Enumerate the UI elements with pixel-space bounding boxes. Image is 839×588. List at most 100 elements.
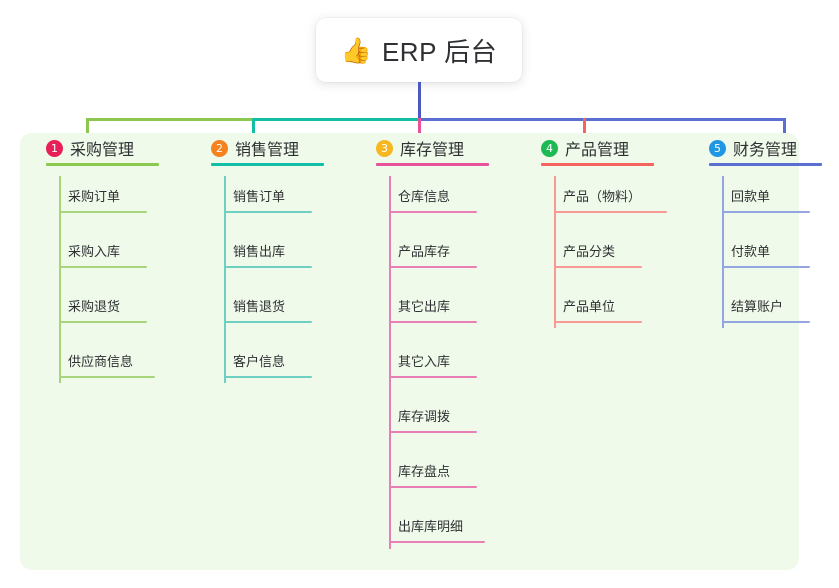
branch-badge-3: 3 [376, 139, 393, 157]
branch-spine-3 [389, 176, 391, 549]
branch-header-3[interactable]: 3 库存管理 [363, 133, 523, 163]
leaf-rule [389, 376, 477, 378]
leaf-item[interactable]: 产品（物料） [528, 166, 688, 221]
connector-bus-blue [418, 118, 785, 121]
leaf-item[interactable]: 销售退货 [198, 276, 358, 331]
leaf-item[interactable]: 结算账户 [696, 276, 839, 331]
leaf-item[interactable]: 其它出库 [363, 276, 523, 331]
branch-leaves-1: 采购订单 采购入库 采购退货 供应商信息 [33, 166, 193, 386]
branch-header-1[interactable]: 1 采购管理 [33, 133, 193, 163]
leaf-label: 销售订单 [233, 189, 286, 204]
leaf-rule [224, 211, 312, 213]
leaf-label: 产品分类 [563, 244, 616, 259]
leaf-label: 库存调拨 [398, 409, 451, 424]
leaf-item[interactable]: 采购退货 [33, 276, 193, 331]
leaf-label: 供应商信息 [68, 354, 134, 369]
branch-badge-5: 5 [709, 139, 726, 157]
leaf-label: 采购退货 [68, 299, 121, 314]
leaf-rule [389, 541, 485, 543]
leaf-rule [722, 211, 810, 213]
leaf-rule [59, 211, 147, 213]
leaf-item[interactable]: 库存调拨 [363, 386, 523, 441]
leaf-item[interactable]: 库存盘点 [363, 441, 523, 496]
leaf-label: 产品库存 [398, 244, 451, 259]
branch-spine-2 [224, 176, 226, 383]
leaf-rule [224, 321, 312, 323]
connector-bus-green [86, 118, 256, 121]
root-node[interactable]: 👍 ERP 后台 [316, 18, 522, 82]
leaf-item[interactable]: 客户信息 [198, 331, 358, 386]
branch-badge-4: 4 [541, 139, 558, 157]
branch-title-3: 库存管理 [400, 142, 465, 159]
leaf-label: 产品单位 [563, 299, 616, 314]
connector-bus-teal [252, 118, 422, 121]
leaf-label: 采购订单 [68, 189, 121, 204]
branch-spine-4 [554, 176, 556, 328]
leaf-rule [59, 266, 147, 268]
leaf-label: 付款单 [731, 244, 771, 259]
leaf-item[interactable]: 采购订单 [33, 166, 193, 221]
branch-badge-2: 2 [211, 139, 228, 157]
thumbs-up-icon: 👍 [340, 35, 372, 65]
leaf-label: 客户信息 [233, 354, 286, 369]
leaf-item[interactable]: 供应商信息 [33, 331, 193, 386]
leaf-label: 库存盘点 [398, 464, 451, 479]
leaf-rule [722, 321, 810, 323]
branch-header-4[interactable]: 4 产品管理 [528, 133, 688, 163]
leaf-rule [389, 321, 477, 323]
leaf-label: 采购入库 [68, 244, 121, 259]
leaf-rule [389, 486, 477, 488]
branch-spine-5 [722, 176, 724, 328]
branch-title-5: 财务管理 [733, 142, 798, 159]
branch-column-1: 1 采购管理 采购订单 采购入库 采购退货 供应商信息 [33, 133, 193, 386]
branch-header-5[interactable]: 5 财务管理 [696, 133, 839, 163]
leaf-rule [224, 376, 312, 378]
leaf-rule [554, 321, 642, 323]
branch-rule-1 [46, 163, 159, 166]
leaf-label: 出库库明细 [398, 519, 464, 534]
leaf-label: 其它入库 [398, 354, 451, 369]
leaf-item[interactable]: 仓库信息 [363, 166, 523, 221]
leaf-item[interactable]: 付款单 [696, 221, 839, 276]
branch-leaves-5: 回款单 付款单 结算账户 [696, 166, 839, 331]
branch-header-2[interactable]: 2 销售管理 [198, 133, 358, 163]
branch-leaves-2: 销售订单 销售出库 销售退货 客户信息 [198, 166, 358, 386]
leaf-rule [389, 211, 477, 213]
leaf-label: 其它出库 [398, 299, 451, 314]
branch-column-3: 3 库存管理 仓库信息 产品库存 其它出库 其它入库 [363, 133, 523, 551]
leaf-label: 销售退货 [233, 299, 286, 314]
leaf-item[interactable]: 销售订单 [198, 166, 358, 221]
branch-leaves-3: 仓库信息 产品库存 其它出库 其它入库 库存调拨 [363, 166, 523, 551]
leaf-item[interactable]: 采购入库 [33, 221, 193, 276]
leaf-rule [389, 431, 477, 433]
diagram-panel: 1 采购管理 采购订单 采购入库 采购退货 供应商信息 [20, 133, 822, 570]
leaf-item[interactable]: 产品库存 [363, 221, 523, 276]
leaf-rule [224, 266, 312, 268]
leaf-rule [554, 266, 642, 268]
leaf-rule [59, 321, 147, 323]
leaf-item[interactable]: 销售出库 [198, 221, 358, 276]
leaf-item[interactable]: 出库库明细 [363, 496, 523, 551]
leaf-rule [722, 266, 810, 268]
leaf-label: 产品（物料） [563, 189, 642, 204]
branch-badge-1: 1 [46, 139, 63, 157]
branch-rule-3 [376, 163, 489, 166]
branch-leaves-4: 产品（物料） 产品分类 产品单位 [528, 166, 688, 331]
leaf-item[interactable]: 产品单位 [528, 276, 688, 331]
leaf-item[interactable]: 产品分类 [528, 221, 688, 276]
leaf-rule [389, 266, 477, 268]
leaf-label: 销售出库 [233, 244, 286, 259]
branch-spine-1 [59, 176, 61, 383]
leaf-item[interactable]: 回款单 [696, 166, 839, 221]
leaf-label: 仓库信息 [398, 189, 451, 204]
branch-rule-2 [211, 163, 324, 166]
leaf-rule [59, 376, 155, 378]
leaf-label: 回款单 [731, 189, 771, 204]
branch-title-1: 采购管理 [70, 142, 135, 159]
branch-title-2: 销售管理 [235, 142, 300, 159]
branch-column-5: 5 财务管理 回款单 付款单 结算账户 [696, 133, 839, 331]
branch-title-4: 产品管理 [565, 142, 630, 159]
leaf-item[interactable]: 其它入库 [363, 331, 523, 386]
leaf-label: 结算账户 [731, 299, 784, 314]
